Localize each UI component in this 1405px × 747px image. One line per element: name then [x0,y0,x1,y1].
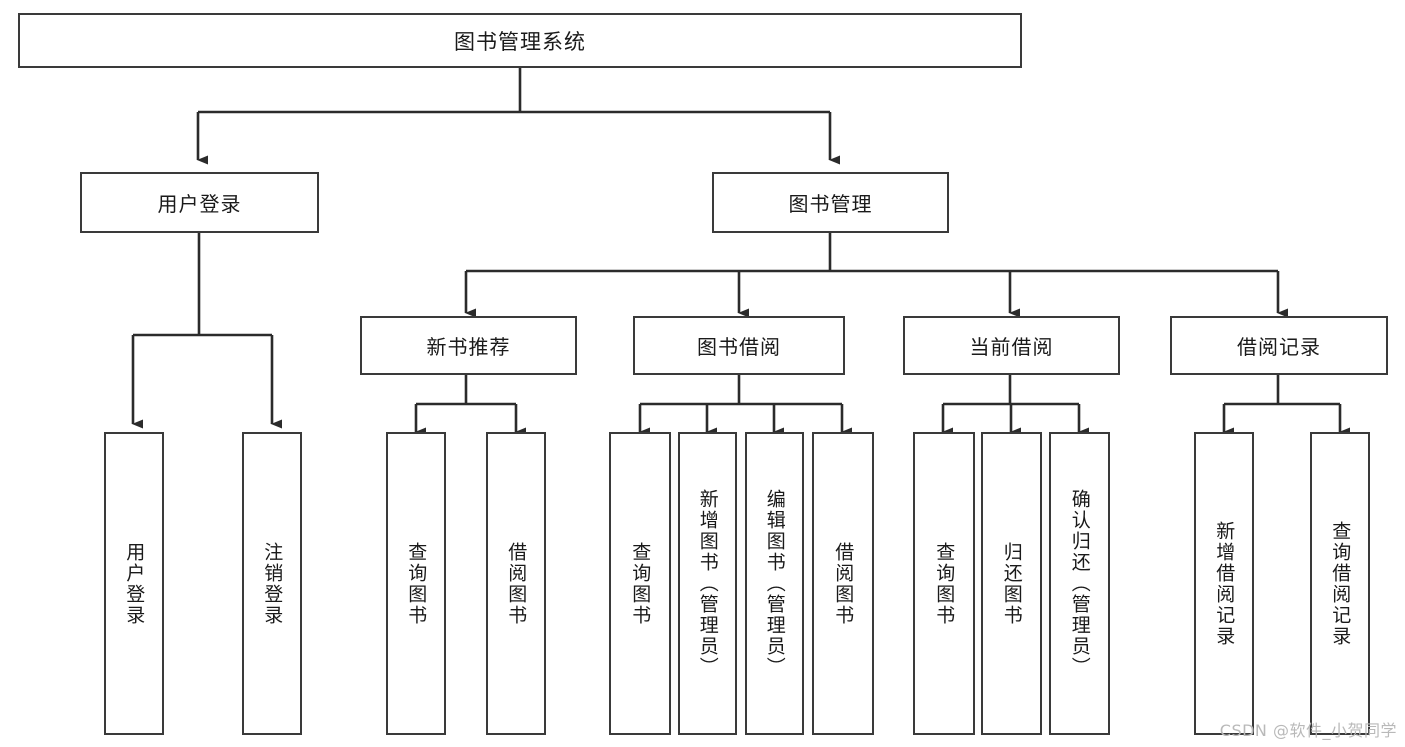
leaf-query-borrow-record[interactable]: 查询借阅记录 [1310,432,1370,735]
node-user-login-label: 用户登录 [157,192,242,216]
node-user-login[interactable]: 用户登录 [80,172,319,233]
node-root-system[interactable]: 图书管理系统 [18,13,1022,68]
leaf-edit-book-label: 编辑图书（管理员） [763,489,786,678]
node-current-borrow-label: 当前借阅 [969,335,1054,359]
node-book-borrow[interactable]: 图书借阅 [633,316,845,375]
leaf-query-borrow-record-label: 查询借阅记录 [1329,520,1352,647]
leaf-user-login[interactable]: 用户登录 [104,432,164,735]
leaf-query-book-borrow[interactable]: 查询图书 [609,432,671,735]
leaf-query-book-borrow-label: 查询图书 [629,541,652,626]
leaf-confirm-return[interactable]: 确认归还（管理员） [1049,432,1110,735]
node-borrow-record[interactable]: 借阅记录 [1170,316,1388,375]
leaf-confirm-return-label: 确认归还（管理员） [1068,489,1091,678]
node-book-borrow-label: 图书借阅 [697,335,781,359]
leaf-user-login-label: 用户登录 [123,541,146,626]
leaf-add-borrow-record-label: 新增借阅记录 [1213,520,1236,647]
leaf-borrow-book-label: 借阅图书 [832,541,855,626]
leaf-borrow-book-recommend-label: 借阅图书 [505,541,528,626]
leaf-query-book-current[interactable]: 查询图书 [913,432,975,735]
node-new-book-recommend-label: 新书推荐 [426,335,511,359]
node-new-book-recommend[interactable]: 新书推荐 [360,316,577,375]
leaf-query-book-recommend[interactable]: 查询图书 [386,432,446,735]
leaf-user-logout[interactable]: 注销登录 [242,432,302,735]
leaf-query-book-current-label: 查询图书 [933,541,956,626]
leaf-add-borrow-record[interactable]: 新增借阅记录 [1194,432,1254,735]
leaf-query-book-recommend-label: 查询图书 [405,541,428,626]
leaf-add-book-label: 新增图书（管理员） [696,489,719,678]
leaf-return-book[interactable]: 归还图书 [981,432,1042,735]
node-book-manage[interactable]: 图书管理 [712,172,949,233]
node-root-system-label: 图书管理系统 [454,29,586,54]
leaf-borrow-book[interactable]: 借阅图书 [812,432,874,735]
node-borrow-record-label: 借阅记录 [1237,335,1321,359]
leaf-borrow-book-recommend[interactable]: 借阅图书 [486,432,546,735]
leaf-return-book-label: 归还图书 [1000,541,1023,626]
node-current-borrow[interactable]: 当前借阅 [903,316,1120,375]
leaf-edit-book[interactable]: 编辑图书（管理员） [745,432,804,735]
watermark-text: CSDN @软件_小贺同学 [1219,721,1397,740]
leaf-add-book[interactable]: 新增图书（管理员） [678,432,737,735]
node-book-manage-label: 图书管理 [788,192,873,216]
leaf-user-logout-label: 注销登录 [261,541,284,626]
